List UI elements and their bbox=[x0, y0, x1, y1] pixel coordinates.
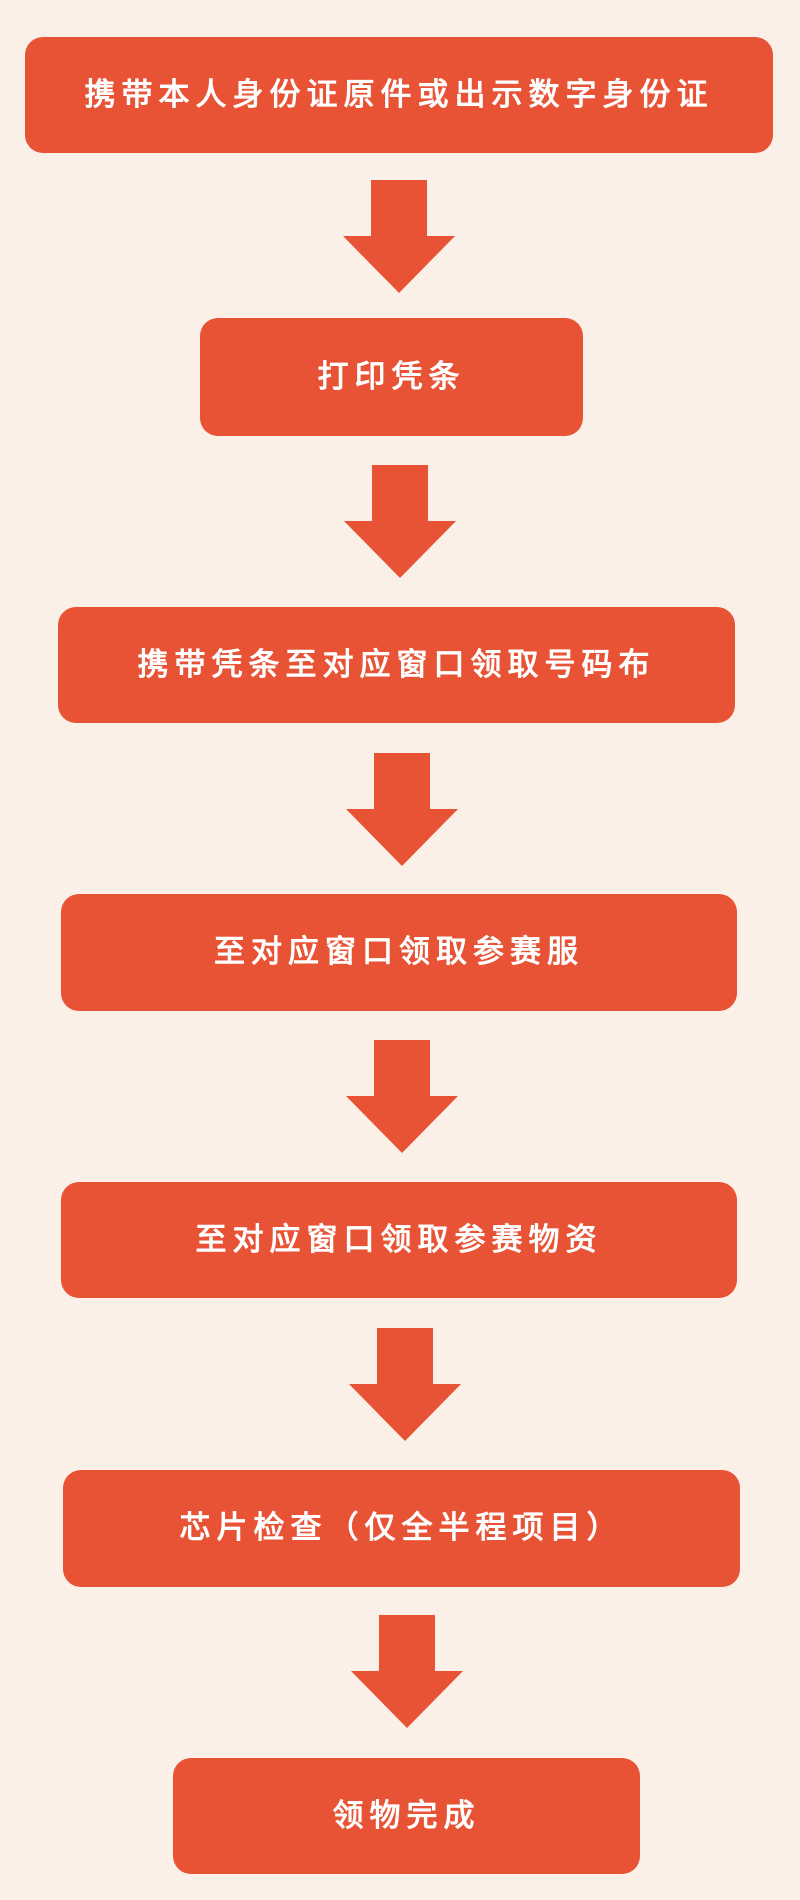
arrow-down-icon bbox=[351, 1615, 463, 1728]
step-1-label: 携带本人身份证原件或出示数字身份证 bbox=[84, 76, 714, 113]
step-2-label: 打印凭条 bbox=[317, 358, 466, 395]
step-1-box: 携带本人身份证原件或出示数字身份证 bbox=[25, 37, 773, 153]
step-7-box: 领物完成 bbox=[173, 1758, 640, 1874]
step-5-label: 至对应窗口领取参赛物资 bbox=[195, 1221, 603, 1258]
step-6-label: 芯片检查（仅全半程项目） bbox=[179, 1510, 624, 1546]
step-4-box: 至对应窗口领取参赛服 bbox=[61, 894, 737, 1011]
arrow-down-icon bbox=[343, 180, 455, 293]
arrow-down-icon bbox=[349, 1328, 461, 1441]
arrow-down-icon bbox=[344, 465, 456, 578]
step-6-box: 芯片检查（仅全半程项目） bbox=[63, 1470, 740, 1587]
step-5-box: 至对应窗口领取参赛物资 bbox=[61, 1182, 737, 1298]
step-7-label: 领物完成 bbox=[332, 1797, 481, 1834]
step-3-box: 携带凭条至对应窗口领取号码布 bbox=[58, 607, 735, 723]
arrow-down-icon bbox=[346, 1040, 458, 1153]
step-3-label: 携带凭条至对应窗口领取号码布 bbox=[137, 646, 656, 683]
arrow-down-icon bbox=[346, 753, 458, 866]
step-2-box: 打印凭条 bbox=[200, 318, 583, 436]
step-4-label: 至对应窗口领取参赛服 bbox=[214, 934, 584, 970]
